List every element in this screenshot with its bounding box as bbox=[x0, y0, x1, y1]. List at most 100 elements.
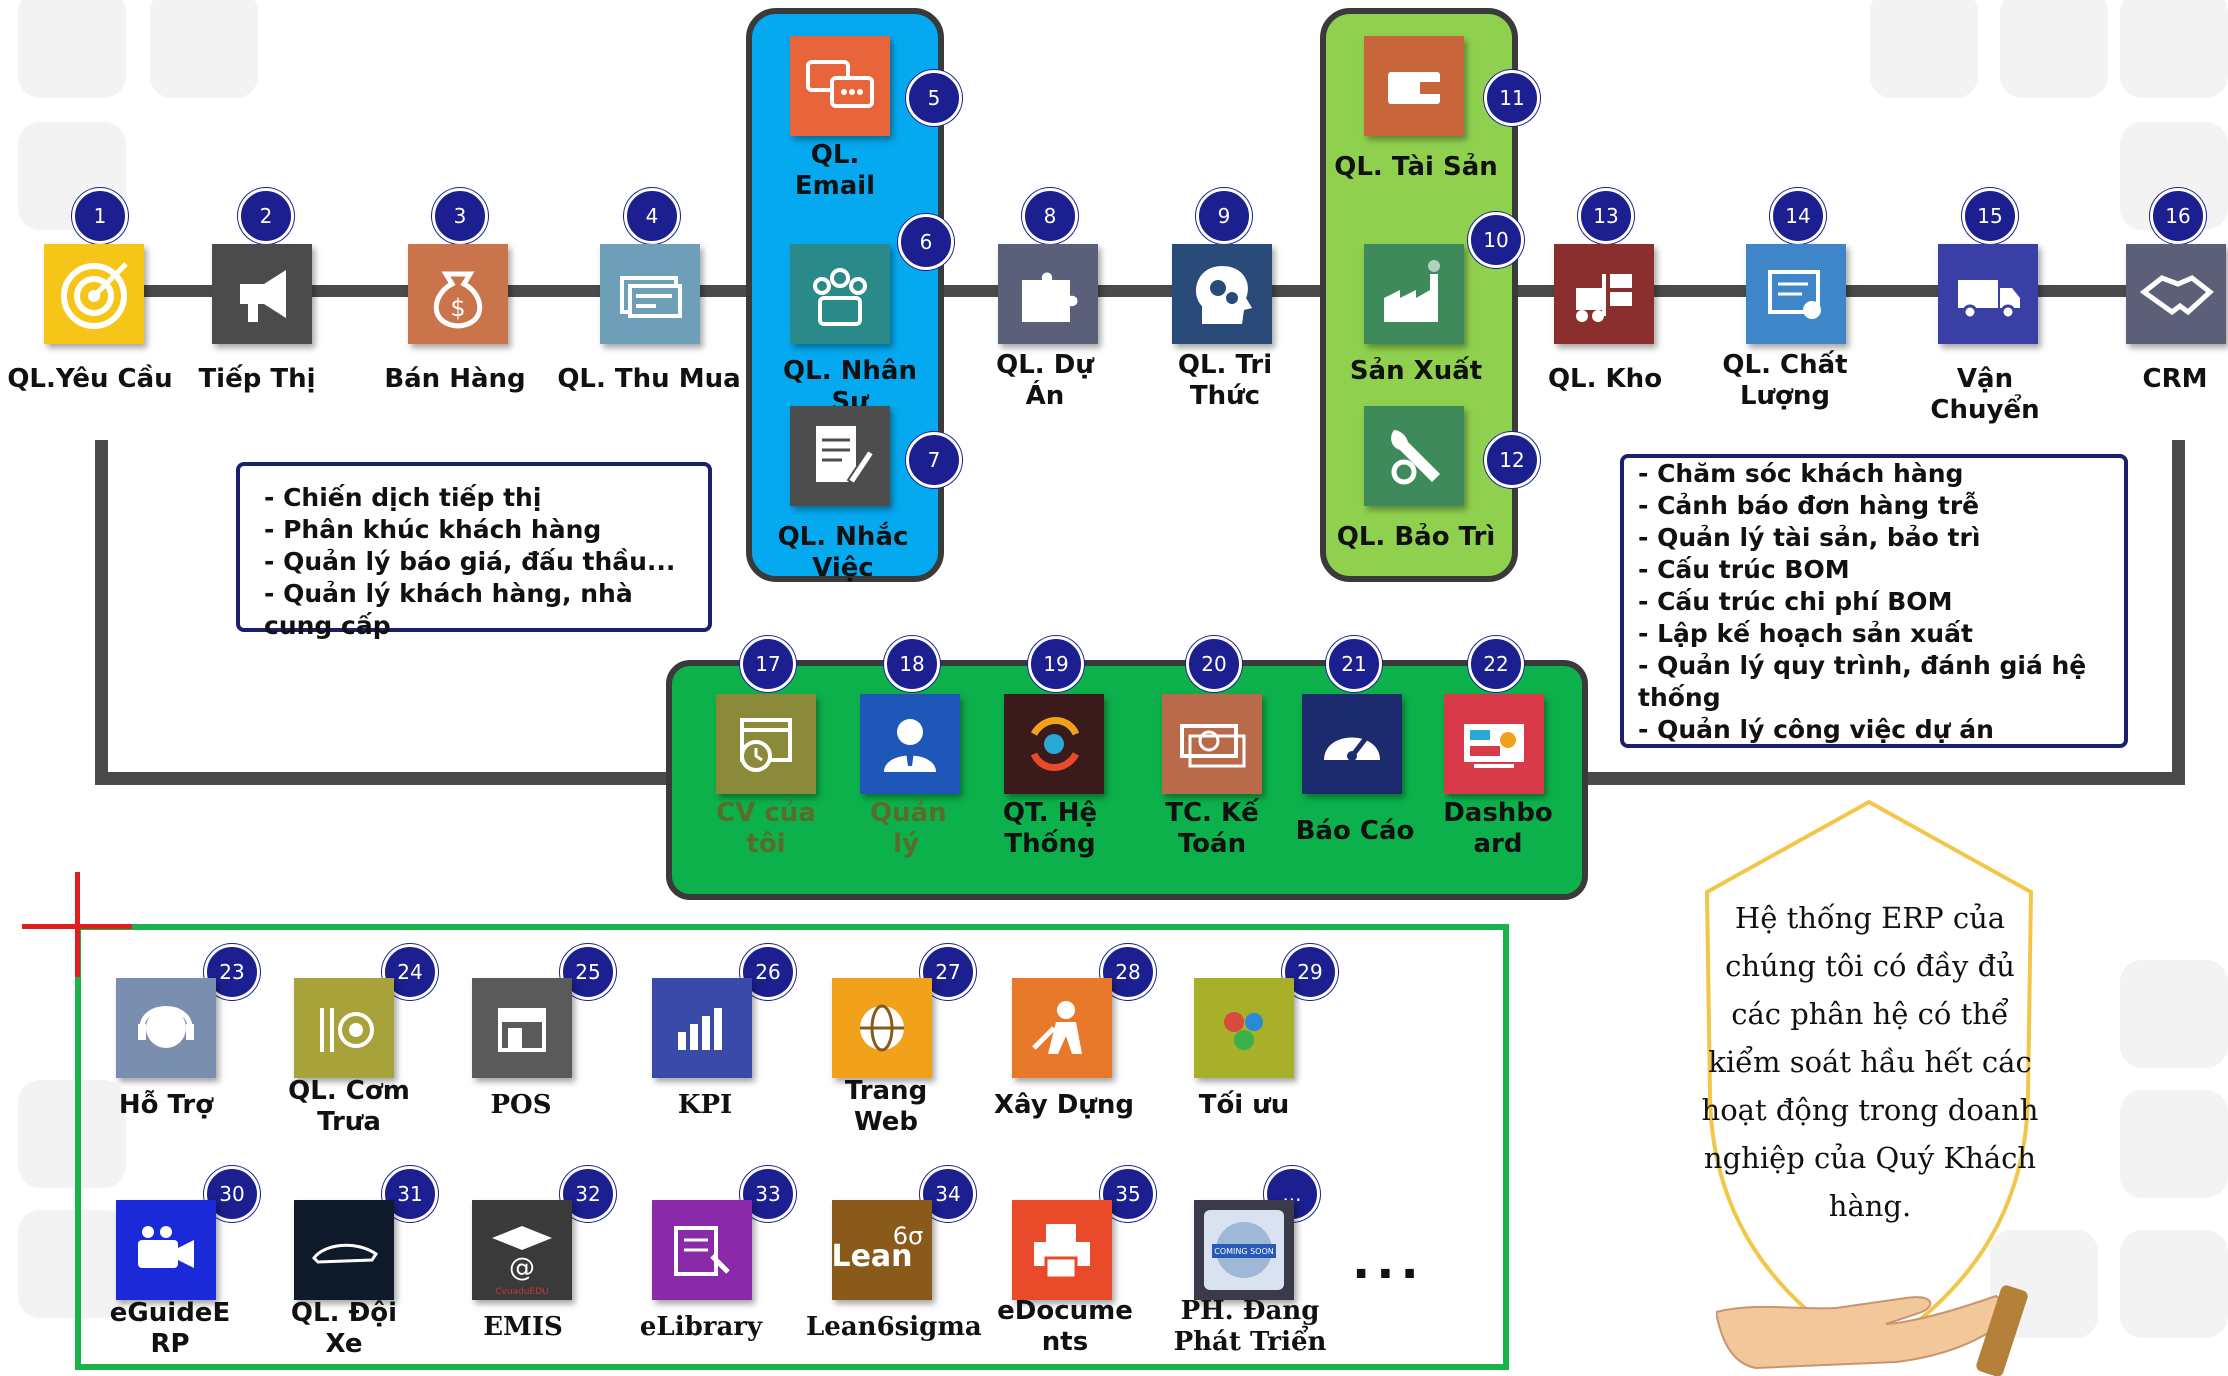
module-number-badge: 8 bbox=[1022, 188, 1078, 244]
module-number-badge: 4 bbox=[624, 188, 680, 244]
module-label: Tối ưu bbox=[1198, 1090, 1290, 1120]
note-item: - Quản lý công việc dự án bbox=[1638, 715, 1994, 744]
factory-icon bbox=[1364, 244, 1464, 344]
module-number-badge: 29 bbox=[1282, 944, 1338, 1000]
note-item: - Cấu trúc chi phí BOM bbox=[1638, 587, 1953, 616]
module-label: eDocuments bbox=[997, 1296, 1133, 1357]
cards-icon bbox=[600, 244, 700, 344]
module-label: QL. Đội Xe bbox=[290, 1298, 398, 1359]
module-number-badge: 32 bbox=[560, 1166, 616, 1222]
module-number-badge: 1 bbox=[72, 188, 128, 244]
module-label: PH. Đang Phát Triển bbox=[1173, 1296, 1327, 1357]
web-globe-icon bbox=[832, 978, 932, 1078]
module-number-badge: 17 bbox=[740, 636, 796, 692]
main-connector-line bbox=[60, 285, 2180, 297]
forklift-icon bbox=[1554, 244, 1654, 344]
module-number-badge: 3 bbox=[432, 188, 488, 244]
money-bag-icon: $ bbox=[408, 244, 508, 344]
erp-features-note: - Chăm sóc khách hàng - Cảnh báo đơn hàn… bbox=[1620, 454, 2128, 748]
module-label: QT. Hệ Thống bbox=[1002, 798, 1098, 859]
module-label: POS bbox=[490, 1090, 552, 1120]
cutlery-icon bbox=[294, 978, 394, 1078]
svg-text:@: @ bbox=[509, 1253, 535, 1283]
module-label: Xây Dựng bbox=[994, 1090, 1135, 1120]
module-label: QL. Nhân Sự bbox=[783, 356, 917, 417]
note-item: - Cảnh báo đơn hàng trễ bbox=[1638, 491, 1980, 520]
background-square bbox=[2120, 1090, 2228, 1198]
video-camera-icon bbox=[116, 1200, 216, 1300]
corner-mark bbox=[75, 872, 80, 977]
module-number-badge: 14 bbox=[1770, 188, 1826, 244]
lean-text: Lean bbox=[832, 1239, 913, 1274]
store-icon bbox=[472, 978, 572, 1078]
optimize-icon bbox=[1194, 978, 1294, 1078]
chat-icon bbox=[790, 36, 890, 136]
module-label: eGuideERP bbox=[109, 1298, 231, 1359]
module-label: eLibrary bbox=[639, 1312, 763, 1342]
bars-icon bbox=[652, 978, 752, 1078]
wallet-icon bbox=[1364, 36, 1464, 136]
graduation-icon: @ CvuaduEDU bbox=[472, 1200, 572, 1300]
module-label: Báo Cáo bbox=[1295, 816, 1415, 846]
module-number-badge: 20 bbox=[1186, 636, 1242, 692]
right-connector-line bbox=[2172, 440, 2185, 785]
more-modules-ellipsis: ... bbox=[1352, 1234, 1425, 1290]
wrench-gear-icon bbox=[1364, 406, 1464, 506]
module-label: QL. Dự Án bbox=[996, 350, 1094, 411]
truck-icon bbox=[1938, 244, 2038, 344]
module-number-badge: 10 bbox=[1468, 212, 1524, 268]
module-number-badge: 15 bbox=[1962, 188, 2018, 244]
coming-soon-text: COMING SOON bbox=[1214, 1247, 1274, 1256]
background-square bbox=[2120, 0, 2228, 98]
cycle-icon bbox=[1004, 694, 1104, 794]
module-number-badge: 26 bbox=[740, 944, 796, 1000]
module-number-badge: 7 bbox=[906, 432, 962, 488]
module-number-badge: 18 bbox=[884, 636, 940, 692]
dashboard-icon bbox=[1444, 694, 1544, 794]
module-label: QL. Chất Lượng bbox=[1722, 350, 1848, 411]
module-number-badge: 13 bbox=[1578, 188, 1634, 244]
printer-icon bbox=[1012, 1200, 1112, 1300]
marketing-features-note: - Chiến dịch tiếp thị - Phân khúc khách … bbox=[236, 462, 712, 640]
target-icon bbox=[44, 244, 144, 344]
note-item: - Lập kế hoạch sản xuất bbox=[1638, 619, 1973, 648]
module-label: TC. Kế Toán bbox=[1165, 798, 1259, 859]
sixsigma-text: 6σ bbox=[893, 1222, 923, 1250]
module-label: Lean6sigma bbox=[806, 1312, 982, 1342]
module-number-badge: 11 bbox=[1484, 70, 1540, 126]
background-square bbox=[18, 0, 126, 98]
module-label: QL.Yêu Cầu bbox=[7, 364, 173, 394]
module-number-badge: 16 bbox=[2150, 188, 2206, 244]
background-square bbox=[2120, 960, 2228, 1068]
module-label: Bán Hàng bbox=[384, 364, 526, 394]
module-label: QL. Tài Sản bbox=[1334, 152, 1498, 182]
background-square bbox=[18, 1080, 126, 1188]
background-square bbox=[18, 1210, 126, 1318]
module-label: QL. Email bbox=[794, 140, 876, 201]
erp-description: Hệ thống ERP của chúng tôi có đầy đủ các… bbox=[1701, 901, 2039, 1223]
module-number-badge: 25 bbox=[560, 944, 616, 1000]
support-globe-icon bbox=[116, 978, 216, 1078]
note-item: - Chiến dịch tiếp thị bbox=[264, 483, 542, 512]
emis-brand-text: CvuaduEDU bbox=[495, 1287, 548, 1297]
manager-icon bbox=[860, 694, 960, 794]
module-label: QL. Kho bbox=[1547, 364, 1663, 394]
car-icon bbox=[294, 1200, 394, 1300]
worker-icon bbox=[1012, 978, 1112, 1078]
team-icon bbox=[790, 244, 890, 344]
bottom-modules-frame bbox=[75, 924, 1509, 1370]
module-label: QL. Nhắc Việc bbox=[777, 522, 909, 583]
calendar-clock-icon bbox=[716, 694, 816, 794]
module-label: Dashboard bbox=[1443, 798, 1553, 859]
module-number-badge: 12 bbox=[1484, 432, 1540, 488]
head-gears-icon bbox=[1172, 244, 1272, 344]
module-number-badge: 9 bbox=[1196, 188, 1252, 244]
background-square bbox=[150, 0, 258, 98]
background-square bbox=[1870, 0, 1978, 98]
hand-icon bbox=[1716, 1285, 2028, 1376]
note-item: - Chăm sóc khách hàng bbox=[1638, 459, 1964, 488]
module-label: QL. Tri Thức bbox=[1177, 350, 1273, 411]
module-number-badge: 19 bbox=[1028, 636, 1084, 692]
note-item: - Quản lý báo giá, đấu thầu... bbox=[264, 547, 676, 576]
module-label: Tiếp Thị bbox=[198, 364, 316, 394]
